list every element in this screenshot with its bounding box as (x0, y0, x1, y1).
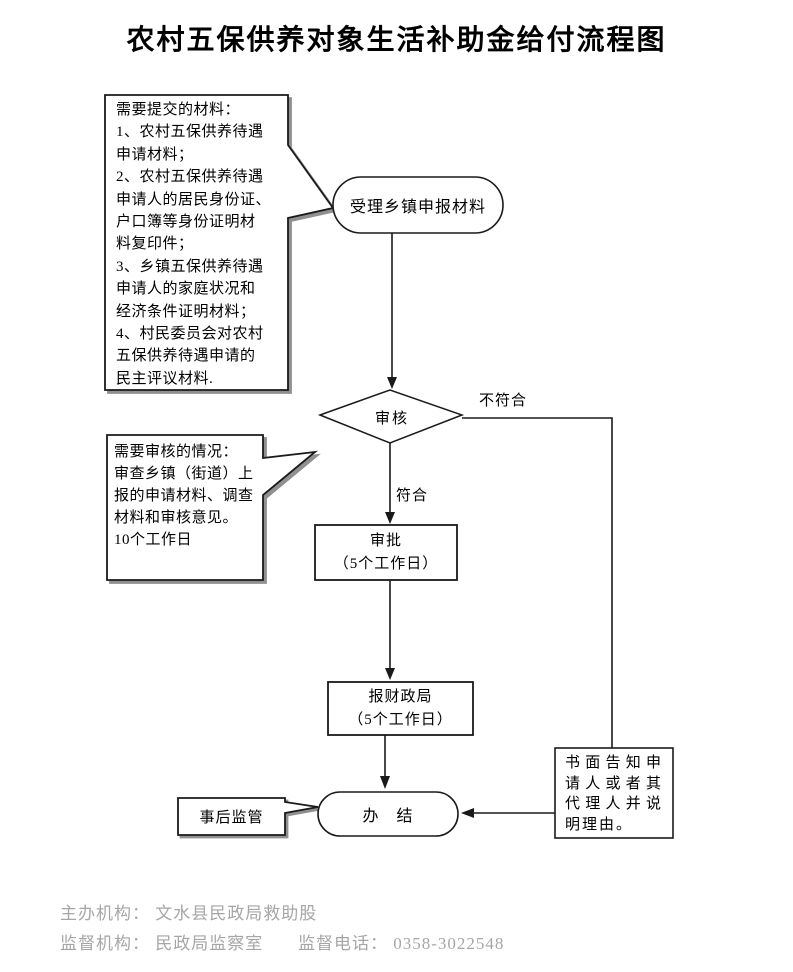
arrowhead-accept-to-review (387, 377, 397, 389)
post-supervision-callout-border (177, 797, 319, 836)
materials-callout-shape (104, 94, 338, 394)
notify-node-shape (554, 747, 674, 839)
review-note-callout-border (106, 434, 318, 581)
finish-node-shape (317, 791, 459, 837)
finance-node-shape (327, 681, 474, 736)
arrowhead-review-to-approve (385, 512, 395, 524)
notify-node-label: 书面告知申请人或者其代理人并说明理由。 (565, 755, 663, 833)
materials-callout-border (104, 94, 335, 391)
arrowhead-notify-to-finish (461, 808, 474, 818)
arrowhead-finance-to-finish (380, 776, 390, 789)
arrowhead-approve-to-finance (385, 668, 395, 680)
review-node-shape (317, 389, 465, 444)
review-note-callout-text: 需要审核的情况： 审查乡镇（街道）上 报的申请材料、调查 材料和审核意见。 10… (114, 444, 254, 548)
footer-phone: 监督电话： 0358-3022548 (298, 934, 505, 953)
footer-supervisor: 监督机构： 民政局监察室 (60, 934, 264, 953)
connector-reject-path (462, 417, 613, 748)
finish-node-label: 办 结 (362, 808, 414, 825)
accept-node-label: 受理乡镇申报材料 (349, 199, 486, 216)
approve-node-shape (314, 524, 458, 581)
review-note-callout-shape (106, 434, 321, 584)
post-supervision-callout-text: 事后监管 (199, 810, 264, 826)
reject-edge-label: 不符合 (479, 393, 528, 409)
approve-node-label: 审批 （5个工作日） (333, 532, 439, 572)
review-node-label: 审核 (374, 410, 409, 427)
footer-organizer: 主办机构： 文水县民政局救助股 (60, 904, 318, 923)
finance-node-label: 报财政局 （5个工作日） (348, 688, 453, 728)
page-title: 农村五保供养对象生活补助金给付流程图 (126, 25, 667, 56)
accept-node-shape (332, 176, 504, 234)
materials-callout-text: 需要提交的材料： 1、农村五保供养待遇 申请材料； 2、农村五保供养待遇 申请人… (116, 102, 272, 387)
accept-edge-label: 符合 (396, 488, 429, 504)
post-supervision-callout-shape (177, 797, 321, 839)
